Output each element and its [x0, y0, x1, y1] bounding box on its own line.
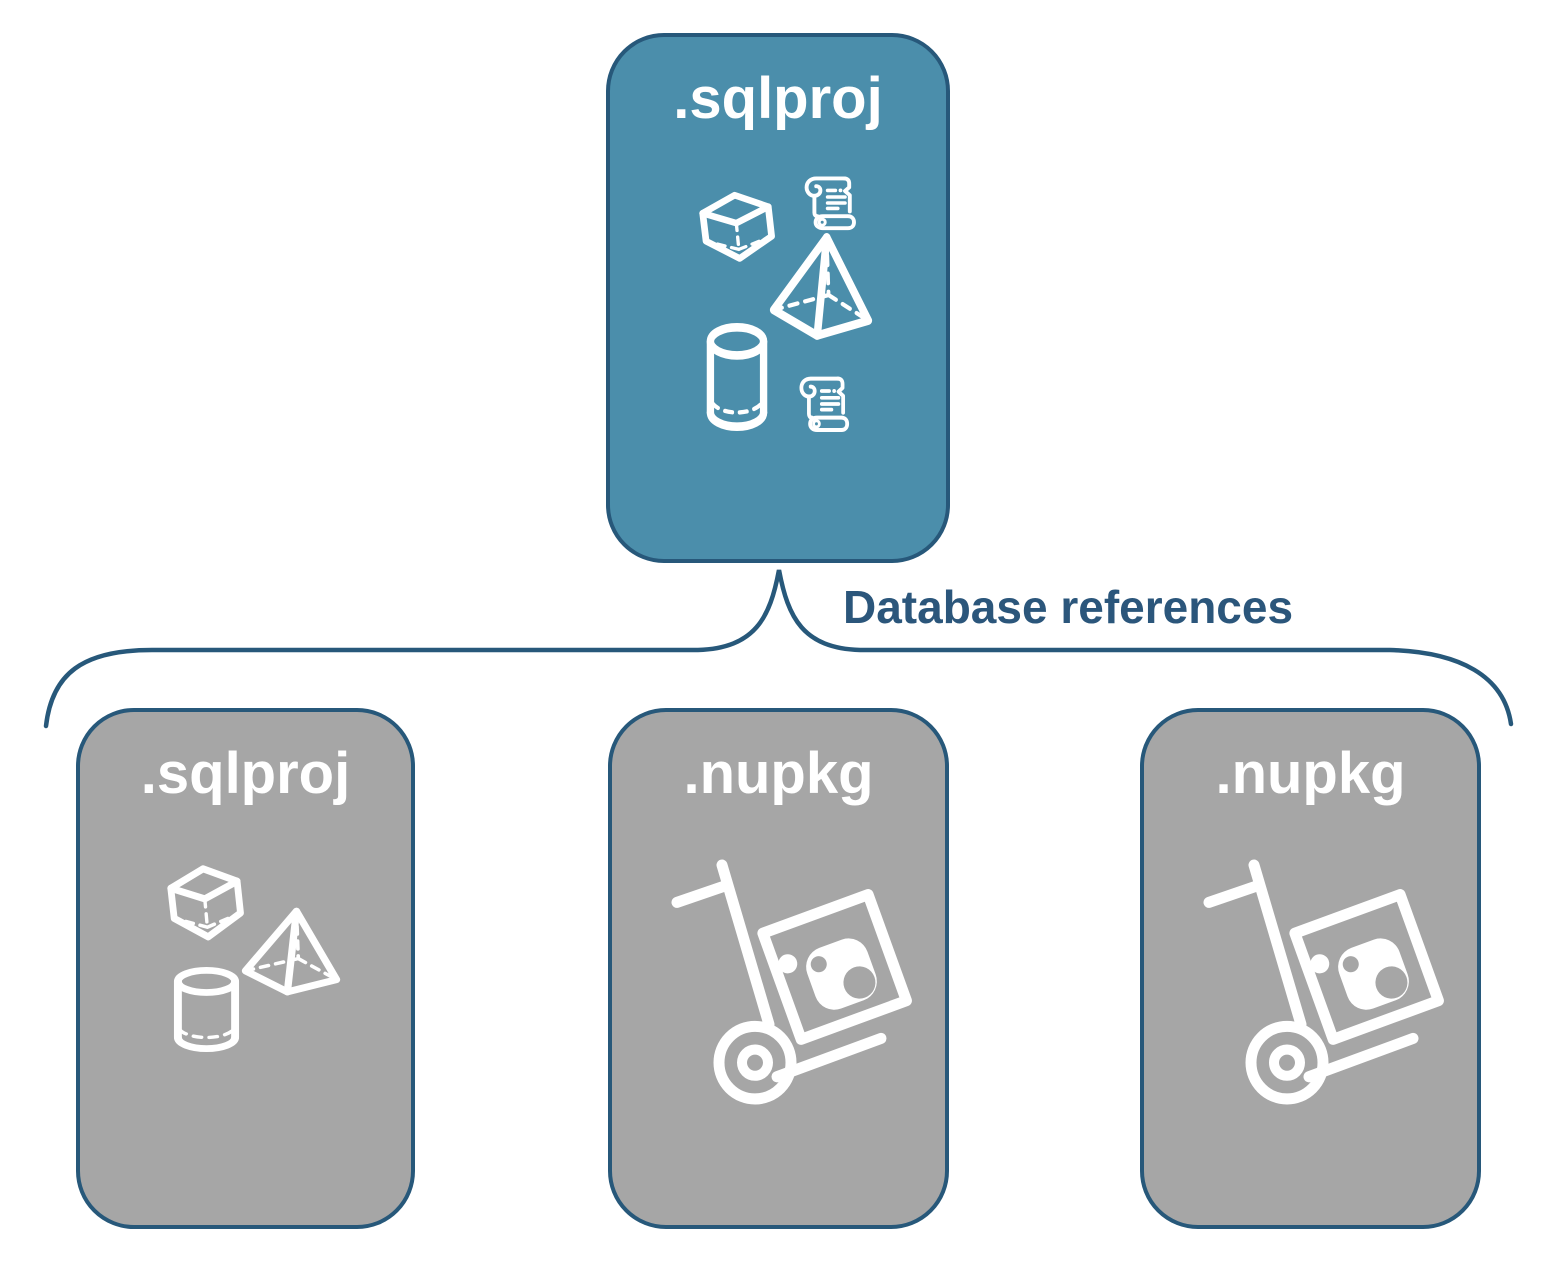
main-sqlproj-card: .sqlproj — [606, 33, 950, 563]
hand-truck-icon — [1199, 855, 1449, 1107]
child-nupkg-card-2: .nupkg — [1140, 708, 1481, 1229]
pyramid-icon — [240, 906, 342, 998]
scroll-icon — [795, 373, 853, 435]
child-sqlproj-label: .sqlproj — [140, 741, 351, 806]
cube-icon — [164, 860, 249, 944]
child-nupkg-label: .nupkg — [683, 741, 874, 806]
child-nupkg-label: .nupkg — [1215, 741, 1406, 806]
cylinder-icon — [704, 323, 770, 431]
cylinder-icon — [171, 967, 242, 1052]
hand-truck-icon — [667, 855, 917, 1107]
scroll-icon — [804, 176, 856, 231]
connector-label: Database references — [843, 581, 1294, 633]
main-sqlproj-label: .sqlproj — [673, 66, 883, 131]
child-sqlproj-card: .sqlproj — [76, 708, 415, 1229]
child-nupkg-card-1: .nupkg — [608, 708, 949, 1229]
pyramid-icon — [768, 231, 874, 343]
